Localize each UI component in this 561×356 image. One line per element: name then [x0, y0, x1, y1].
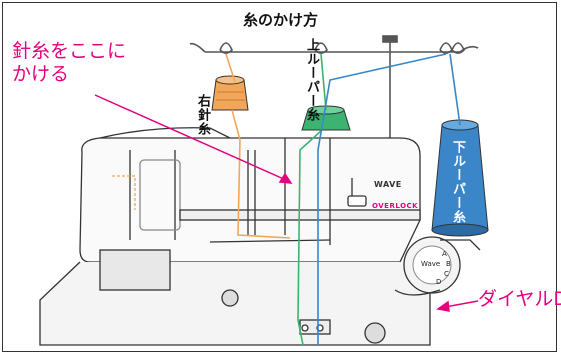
label-dial-d: ダイヤルD	[478, 288, 561, 310]
callout-line-1: 針糸をここに	[12, 40, 127, 62]
dial-letter-a: A	[442, 250, 447, 258]
callout-arrow-dial	[436, 300, 479, 312]
brand-overlock: OVERLOCK	[372, 202, 419, 210]
machine-body	[39, 127, 431, 346]
label-lower-looper: 下ルーパー糸	[450, 140, 465, 224]
dial-letter-d: D	[436, 278, 442, 286]
lower-looper-thread	[317, 53, 461, 345]
callout-line-2: かける	[12, 63, 70, 85]
lower-looper-cone	[431, 119, 489, 237]
upper-looper-thread	[297, 53, 327, 346]
dial-letter-c: C	[444, 270, 449, 278]
callout-needle-text: 針糸をここに かける	[12, 40, 126, 86]
dial-letter-wave: Wave	[421, 260, 441, 268]
label-upper-looper: 上ルーパー糸	[304, 38, 319, 122]
page-title: 糸のかけ方	[242, 11, 318, 29]
right-needle-cone	[211, 75, 249, 111]
callout-arrow-needle	[94, 94, 293, 184]
brand-wave: WAVE	[374, 180, 402, 189]
right-needle-thread	[225, 53, 291, 239]
diagram-frame	[2, 2, 557, 352]
dial-d	[394, 236, 481, 296]
label-right-needle: 右針糸	[195, 94, 210, 136]
dial-letter-b: B	[446, 260, 451, 268]
